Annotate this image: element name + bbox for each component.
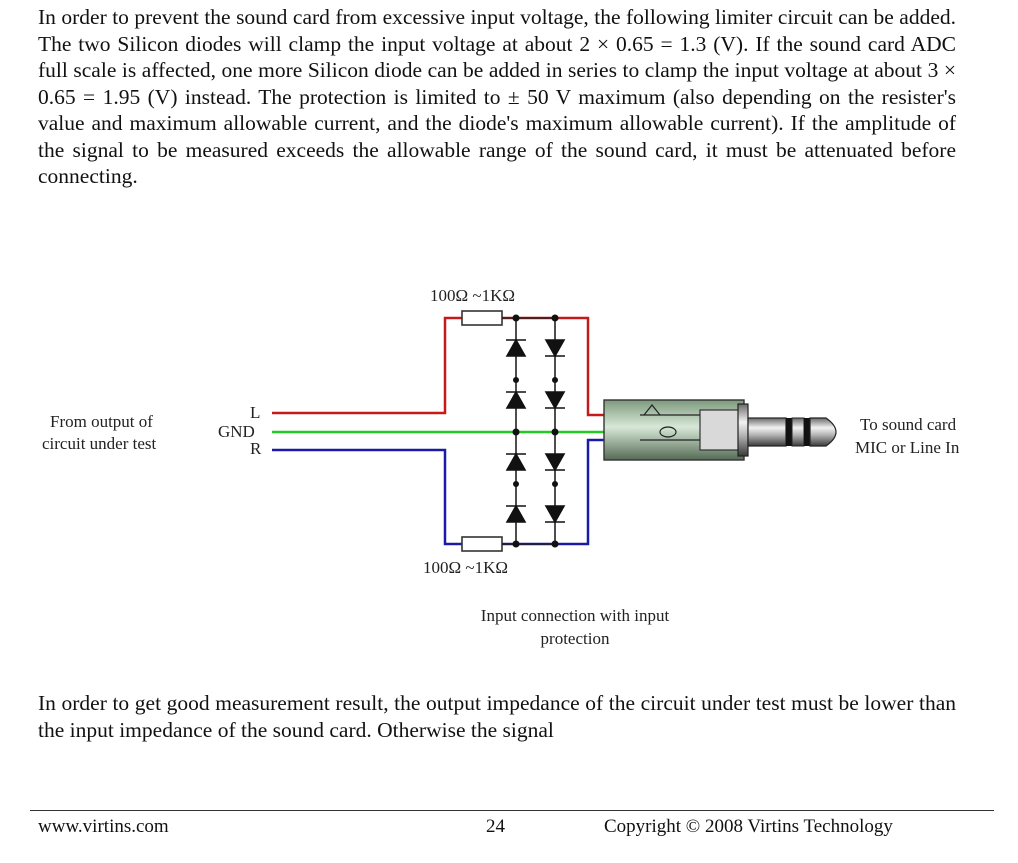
pin-l-label: L xyxy=(250,403,260,422)
resistor-top-label: 100Ω ~1KΩ xyxy=(430,286,515,305)
resistor-bottom xyxy=(461,536,503,552)
caption-line2: protection xyxy=(540,629,610,648)
caption-line1: Input connection with input xyxy=(480,606,670,625)
limiter-circuit-diagram: 100Ω ~1KΩ 100Ω ~1KΩ From output of circu… xyxy=(42,286,960,577)
diode-column-left xyxy=(505,338,527,523)
resistor-bottom-label: 100Ω ~1KΩ xyxy=(423,558,508,577)
pin-gnd-label: GND xyxy=(218,422,255,441)
source-label-line2: circuit under test xyxy=(42,434,157,453)
footer-copyright: Copyright © 2008 Virtins Technology xyxy=(604,816,893,837)
diode-column-right xyxy=(544,339,566,524)
paragraph-impedance: In order to get good measurement result,… xyxy=(38,691,956,742)
footer-website: www.virtins.com xyxy=(38,816,169,837)
source-label-line1: From output of xyxy=(50,412,153,431)
paragraph-intro: In order to prevent the sound card from … xyxy=(38,5,956,188)
right-channel-wire xyxy=(272,438,640,546)
left-channel-wire xyxy=(272,316,640,417)
footer-page-number: 24 xyxy=(486,816,505,837)
dest-label-line1: To sound card xyxy=(860,415,957,434)
pin-r-label: R xyxy=(250,439,262,458)
footer-divider xyxy=(30,810,994,811)
resistor-top xyxy=(461,310,503,326)
figure-caption: Input connection with input protection xyxy=(430,604,720,650)
stereo-jack-plug xyxy=(603,399,837,461)
dest-label-line2: MIC or Line In xyxy=(855,438,960,457)
